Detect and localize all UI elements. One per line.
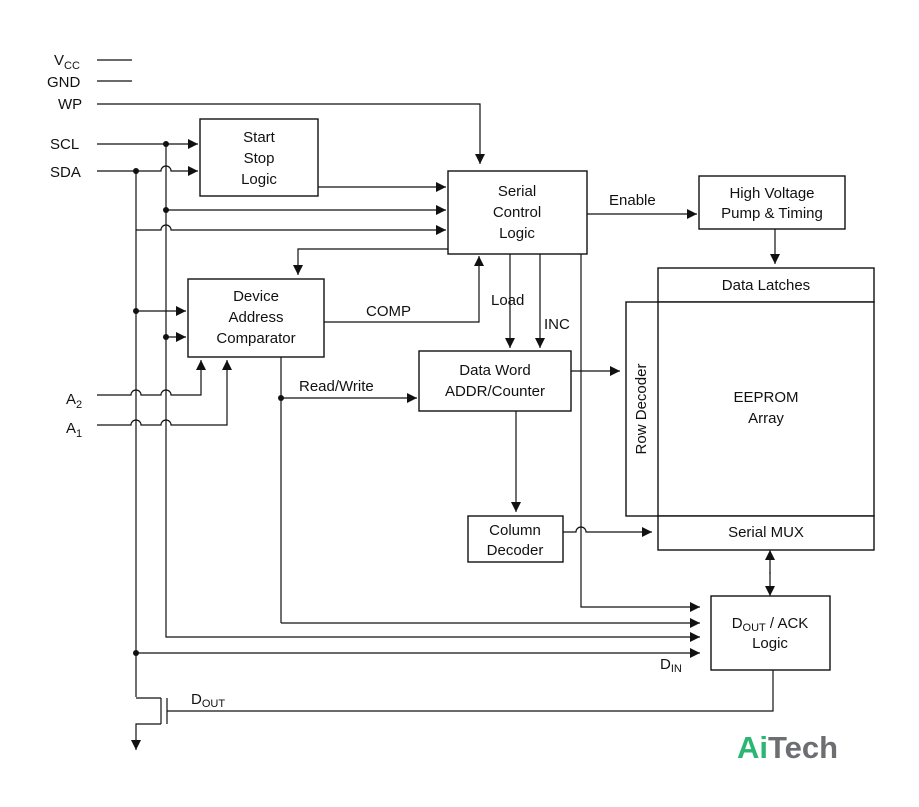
high-voltage-block: [698, 175, 846, 230]
junctions: [133, 141, 284, 656]
junction-scl-serial: [163, 207, 169, 213]
wires: [97, 59, 780, 750]
serial-logic-label: Logic: [499, 225, 535, 242]
start-label: Start: [243, 129, 276, 146]
device-address-block: [187, 278, 325, 358]
column-decoder-block: [467, 515, 564, 563]
dout-ack-label: DOUT / ACK: [732, 615, 809, 634]
dout-label: DOUT: [191, 691, 225, 710]
readwrite-label: Read/Write: [299, 378, 374, 395]
pin-scl-label: SCL: [50, 136, 79, 153]
serial-mux-label: Serial MUX: [728, 524, 804, 541]
array-label: Array: [748, 410, 784, 427]
junction-scl-comp: [163, 334, 169, 340]
column-label: Column: [489, 522, 541, 539]
serial-to-dout: [580, 254, 700, 612]
a1-wire: [97, 360, 232, 426]
junction-readwrite: [278, 395, 284, 401]
comp-label: COMP: [366, 303, 411, 320]
sda-to-serial: [136, 224, 446, 235]
stop-label: Stop: [244, 150, 275, 167]
a2-wire: [97, 360, 206, 396]
aitech-logo: AiTech: [737, 730, 838, 765]
startstop-logic-label: Logic: [241, 171, 277, 188]
dout-ack-block: [710, 595, 831, 671]
blocks: [187, 118, 875, 671]
serial-control-block: [447, 170, 588, 255]
transistor-source: [131, 723, 161, 750]
coldec-to-mux: [563, 526, 652, 537]
pin-a1-label: A1: [66, 420, 82, 440]
scl-bus: [165, 144, 700, 642]
serial-to-comparator: [293, 248, 448, 275]
decoder-label: Decoder: [487, 542, 544, 559]
pin-a2-label: A2: [66, 391, 82, 411]
junction-sda: [133, 168, 139, 174]
enable-label: Enable: [609, 192, 656, 209]
control-label: Control: [493, 204, 541, 221]
data-word-label: Data Word: [459, 362, 530, 379]
comp-wire: [324, 256, 484, 323]
pin-gnd-label: GND: [47, 74, 81, 91]
serial-label: Serial: [498, 183, 536, 200]
device-label: Device: [233, 288, 279, 305]
pin-sda-label: SDA: [50, 164, 81, 181]
data-latches-block: [657, 267, 875, 303]
dout-logic-label: Logic: [752, 635, 788, 652]
eeprom-label: EEPROM: [733, 389, 798, 406]
pump-timing-label: Pump & Timing: [721, 205, 823, 222]
sda-wire: [97, 165, 198, 176]
eeprom-block: [657, 301, 875, 517]
pin-wp-label: WP: [58, 96, 82, 113]
junction-din: [133, 650, 139, 656]
din-label: DIN: [660, 656, 682, 675]
data-latches-label: Data Latches: [722, 277, 810, 294]
inc-label: INC: [544, 316, 570, 333]
block-labels: Start Stop Logic Serial Control Logic Hi…: [216, 129, 822, 652]
addr-counter-label: ADDR/Counter: [445, 383, 545, 400]
comparator-label: Comparator: [216, 330, 295, 347]
serial-mux-block: [657, 515, 875, 551]
pin-vcc-label: VCC: [54, 52, 80, 72]
row-decoder-label: Row Decoder: [633, 364, 650, 455]
data-word-block: [418, 350, 572, 412]
junction-sda-comp: [133, 308, 139, 314]
address-label: Address: [228, 309, 283, 326]
high-voltage-label: High Voltage: [729, 185, 814, 202]
start-stop-block: [199, 118, 319, 197]
dout-feedback: [167, 670, 774, 712]
load-label: Load: [491, 292, 524, 309]
wp-wire: [97, 103, 485, 164]
junction-scl: [163, 141, 169, 147]
